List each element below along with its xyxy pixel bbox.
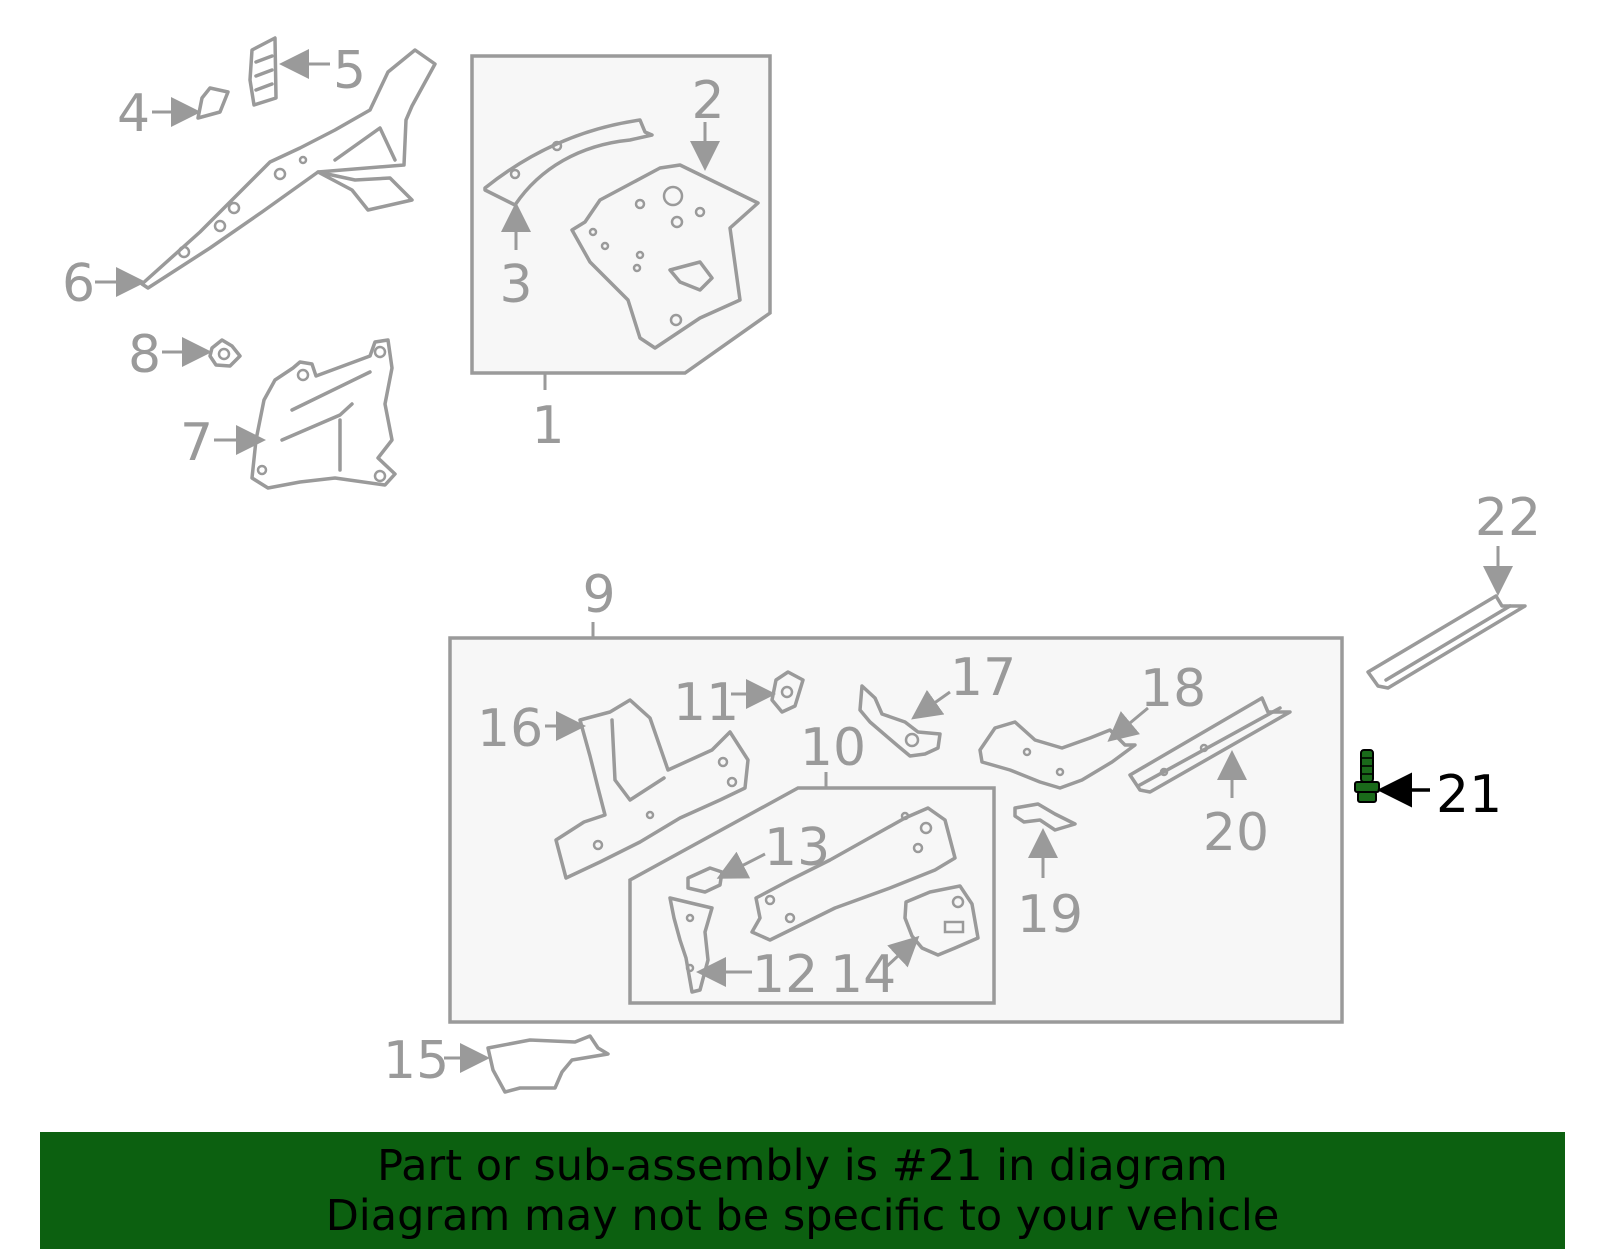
- part-22[interactable]: [1366, 594, 1527, 690]
- part-7[interactable]: [250, 338, 397, 490]
- part-20[interactable]: [1128, 696, 1292, 794]
- part-8[interactable]: [208, 338, 242, 368]
- callout-16[interactable]: 16: [477, 699, 543, 759]
- callout-5[interactable]: 5: [333, 41, 366, 101]
- callout-20[interactable]: 20: [1203, 803, 1269, 863]
- part-16[interactable]: [554, 698, 750, 880]
- callout-18[interactable]: 18: [1140, 659, 1206, 719]
- callout-19[interactable]: 19: [1017, 885, 1083, 945]
- group-box-1: [470, 54, 772, 375]
- callout-22[interactable]: 22: [1475, 488, 1541, 548]
- part-10[interactable]: [750, 806, 957, 942]
- callout-14[interactable]: 14: [830, 945, 896, 1005]
- callout-12[interactable]: 12: [752, 945, 818, 1005]
- part-15[interactable]: [486, 1034, 610, 1094]
- callout-7[interactable]: 7: [180, 413, 213, 473]
- part-4[interactable]: [196, 86, 230, 120]
- part-13[interactable]: [686, 866, 724, 894]
- callout-13[interactable]: 13: [764, 818, 830, 878]
- banner-line-1: Part or sub-assembly is #21 in diagram: [377, 1140, 1228, 1191]
- part-5[interactable]: [248, 36, 278, 107]
- callout-10[interactable]: 10: [800, 718, 866, 778]
- callout-9[interactable]: 9: [582, 565, 615, 625]
- callout-8[interactable]: 8: [128, 325, 161, 385]
- callout-6[interactable]: 6: [62, 254, 95, 314]
- part-18[interactable]: [978, 720, 1137, 790]
- callout-2[interactable]: 2: [691, 71, 724, 131]
- part-12[interactable]: [668, 896, 714, 994]
- callout-21[interactable]: 21: [1436, 765, 1502, 825]
- part-6[interactable]: [140, 48, 437, 290]
- part-21-bolt[interactable]: [1354, 749, 1380, 803]
- callout-17[interactable]: 17: [950, 648, 1016, 708]
- part-3[interactable]: [483, 118, 654, 207]
- part-14[interactable]: [903, 884, 980, 957]
- callout-11[interactable]: 11: [673, 673, 739, 733]
- callout-4[interactable]: 4: [117, 84, 150, 144]
- part-2[interactable]: [570, 163, 760, 350]
- callout-1[interactable]: 1: [531, 396, 564, 456]
- banner-line-2: Diagram may not be specific to your vehi…: [325, 1190, 1280, 1241]
- part-17[interactable]: [858, 684, 942, 758]
- callout-3[interactable]: 3: [499, 255, 532, 315]
- callout-15[interactable]: 15: [383, 1031, 449, 1091]
- info-banner: Part or sub-assembly is #21 in diagram D…: [40, 1132, 1565, 1249]
